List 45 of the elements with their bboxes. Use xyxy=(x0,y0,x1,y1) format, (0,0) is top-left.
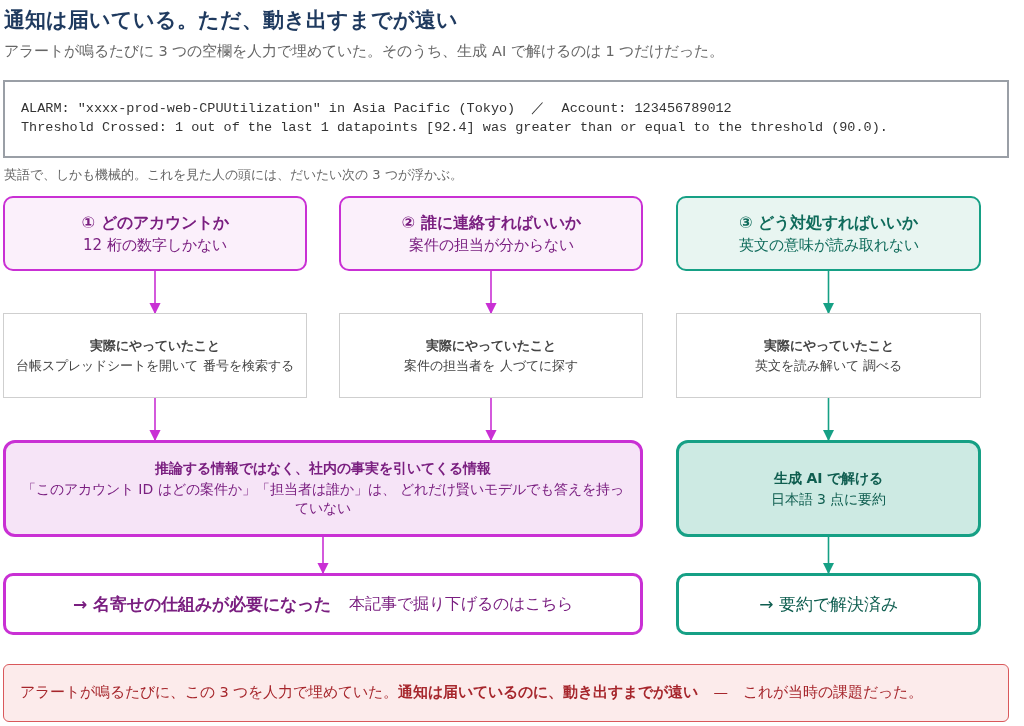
body-text: 英文を読み解いて 調べる xyxy=(754,356,903,375)
alarm-message-box xyxy=(3,80,1009,158)
question-box xyxy=(339,196,643,271)
conclusion-box xyxy=(676,573,981,635)
arrow xyxy=(317,536,329,575)
heading-text: 実際にやっていたこと xyxy=(90,336,220,355)
body-text: 案件の担当者を 人づてに探す xyxy=(404,356,578,375)
body-text: 「このアカウント ID はどの案件か」「担当者は誰か」は、 どれだけ賢いモデルでも答えを持っていない xyxy=(20,480,626,518)
practice-box xyxy=(3,313,307,398)
insight-box xyxy=(3,440,643,537)
body-text: 英文の意味が読み取れない xyxy=(738,235,919,256)
heading-text: ② 誰に連絡すればいいか xyxy=(401,211,581,234)
arrow xyxy=(822,536,835,575)
body-text: アラートが鳴るたびに、この 3 つを人力で埋めていた。通知は届いているのに、動き出すまでが遠い — これが当時の課題だった。 xyxy=(20,683,923,703)
arrow xyxy=(822,397,835,442)
body-text: 案件の担当が分からない xyxy=(408,235,574,256)
title: 通知は届いている。ただ、動き出すまでが遠い xyxy=(4,7,458,34)
arrow xyxy=(822,270,835,315)
heading-text: 実際にやっていたこと xyxy=(426,336,556,355)
practice-box xyxy=(676,313,981,398)
arrow xyxy=(485,397,497,442)
body-text: 本記事で掘り下げるのはこちら xyxy=(349,593,574,615)
heading-text: → 名寄せの仕組みが必要になった xyxy=(72,592,332,616)
conclusion-box xyxy=(3,573,643,635)
heading-text: ③ どう対処すればいいか xyxy=(738,211,919,234)
body-text: 日本語 3 点に要約 xyxy=(770,489,887,509)
alarm-text: ALARM: "xxxx-prod-web-CPUUtilization" in Asia Pacific (Tokyo) ／ Account: 123456789012 xyxy=(21,101,732,118)
arrow xyxy=(485,270,497,315)
heading-text: 推論する情報ではなく、社内の事実を引いてくる情報 xyxy=(155,459,491,479)
alarm-text: Threshold Crossed: 1 out of the last 1 datapoints [92.4] was greater than or equal to the threshold (90.0). xyxy=(21,120,888,137)
body-text: 12 桁の数字しかない xyxy=(83,235,227,256)
summary-note-box xyxy=(3,664,1009,722)
caption-text: 英語で、しかも機械的。これを見た人の頭には、だいたい次の 3 つが浮かぶ。 xyxy=(4,166,463,184)
insight-box xyxy=(676,440,981,537)
heading-text: 実際にやっていたこと xyxy=(763,336,894,355)
question-box xyxy=(3,196,307,271)
practice-box xyxy=(339,313,643,398)
heading-text: 生成 AI で解ける xyxy=(773,468,884,488)
arrow xyxy=(149,397,161,442)
body-text: → 要約で解決済み xyxy=(759,592,898,616)
question-box xyxy=(676,196,981,271)
heading-text: ① どのアカウントか xyxy=(81,211,229,234)
body-text: 台帳スプレッドシートを開いて 番号を検索する xyxy=(16,356,294,375)
caption-text: アラートが鳴るたびに 3 つの空欄を人力で埋めていた。そのうち、生成 AI で解けるのは 1 つだけだった。 xyxy=(4,42,725,61)
arrow xyxy=(149,270,161,315)
